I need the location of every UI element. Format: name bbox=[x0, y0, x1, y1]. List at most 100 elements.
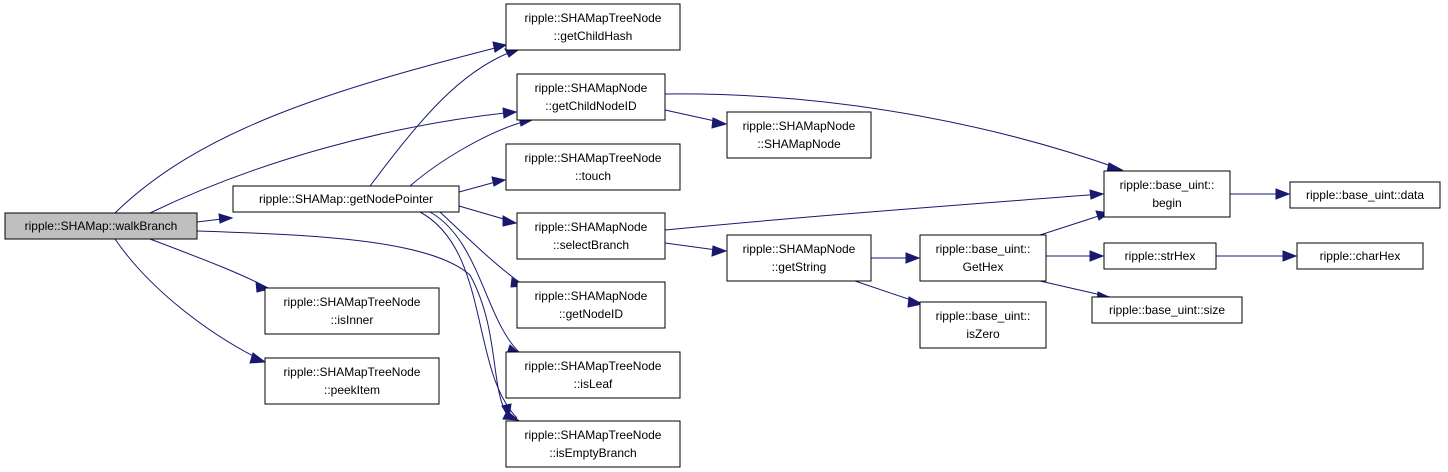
node-label-line: ripple::SHAMapNode bbox=[535, 289, 648, 303]
node-getString[interactable]: ripple::SHAMapNode::getString bbox=[726, 234, 872, 282]
node-charHex[interactable]: ripple::charHex bbox=[1296, 242, 1424, 270]
node-label-line: ripple::base_uint:: bbox=[1120, 178, 1215, 192]
node-getNodePointer[interactable]: ripple::SHAMap::getNodePointer bbox=[232, 185, 460, 213]
edge-getString-to-GetHex bbox=[871, 252, 921, 264]
node-label-line: ::isInner bbox=[331, 313, 374, 327]
node-box bbox=[919, 301, 1047, 349]
node-box bbox=[505, 3, 681, 51]
node-peekItem[interactable]: ripple::SHAMapTreeNode::peekItem bbox=[264, 357, 440, 405]
edge-arrowhead bbox=[249, 352, 267, 364]
node-label-line: ::isEmptyBranch bbox=[549, 446, 636, 460]
edge-arrowhead bbox=[1089, 189, 1105, 200]
edge-arrowhead bbox=[502, 107, 518, 119]
edge-line bbox=[429, 211, 521, 354]
node-touch[interactable]: ripple::SHAMapTreeNode::touch bbox=[505, 143, 681, 191]
edge-arrowhead bbox=[491, 176, 507, 187]
node-box bbox=[505, 420, 681, 468]
edge-selectBranch-to-begin bbox=[664, 189, 1105, 231]
node-box bbox=[516, 73, 666, 121]
edge-line bbox=[196, 230, 509, 417]
node-label-line: ripple::SHAMapTreeNode bbox=[525, 151, 662, 165]
edge-getNodePointer-to-isLeaf bbox=[429, 211, 523, 356]
node-strHex[interactable]: ripple::strHex bbox=[1103, 242, 1217, 270]
edge-arrowhead bbox=[711, 117, 728, 129]
node-label-line: GetHex bbox=[963, 260, 1004, 274]
node-label-line: ripple::SHAMapNode bbox=[535, 220, 648, 234]
node-label-line: ripple::SHAMapTreeNode bbox=[525, 428, 662, 442]
edge-line bbox=[1039, 212, 1109, 236]
node-box bbox=[1103, 242, 1217, 270]
node-box bbox=[1296, 242, 1424, 270]
node-box bbox=[4, 212, 198, 240]
node-isLeaf[interactable]: ripple::SHAMapTreeNode::isLeaf bbox=[505, 351, 681, 399]
node-getChildNodeID[interactable]: ripple::SHAMapNode::getChildNodeID bbox=[516, 73, 666, 121]
nodes-layer: ripple::SHAMap::walkBranchripple::SHAMap… bbox=[4, 3, 1441, 468]
node-label-line: ::isLeaf bbox=[574, 377, 613, 391]
edge-arrowhead bbox=[711, 245, 728, 257]
node-label-line: ripple::base_uint:: bbox=[936, 309, 1031, 323]
edge-arrowhead bbox=[218, 213, 234, 224]
edge-getNodePointer-to-getChildHash bbox=[369, 48, 520, 187]
node-walkBranch[interactable]: ripple::SHAMap::walkBranch bbox=[4, 212, 198, 240]
node-label-line: ::touch bbox=[575, 169, 611, 183]
node-box bbox=[505, 143, 681, 191]
edge-walkBranch-to-peekItem bbox=[114, 238, 267, 364]
node-selectBranch[interactable]: ripple::SHAMapNode::selectBranch bbox=[516, 212, 666, 260]
node-label-line: begin bbox=[1152, 196, 1181, 210]
edge-strHex-to-charHex bbox=[1216, 250, 1298, 262]
node-box bbox=[232, 185, 460, 213]
node-getNodeID[interactable]: ripple::SHAMapNode::getNodeID bbox=[516, 281, 666, 329]
node-box bbox=[726, 111, 872, 159]
node-label-line: isZero bbox=[966, 327, 1000, 341]
node-SHAMapNodeCtor[interactable]: ripple::SHAMapNode::SHAMapNode bbox=[726, 111, 872, 159]
edge-getString-to-isZero bbox=[854, 280, 924, 308]
node-label-line: ::peekItem bbox=[324, 383, 380, 397]
node-label-line: ripple::strHex bbox=[1125, 249, 1196, 263]
node-label-line: ::getNodeID bbox=[559, 307, 623, 321]
edge-line bbox=[419, 211, 518, 419]
edge-arrowhead bbox=[502, 215, 518, 227]
edge-getNodePointer-to-touch bbox=[458, 176, 507, 193]
node-label-line: ::getChildHash bbox=[554, 29, 633, 43]
edge-GetHex-to-strHex bbox=[1046, 250, 1105, 262]
edge-walkBranch-to-isInner bbox=[149, 238, 271, 293]
edge-arrowhead bbox=[502, 410, 520, 421]
node-label-line: ripple::SHAMapTreeNode bbox=[284, 295, 421, 309]
node-box bbox=[1103, 170, 1231, 218]
node-box bbox=[505, 351, 681, 399]
node-label-line: ripple::SHAMapNode bbox=[535, 81, 648, 95]
edge-line bbox=[114, 238, 264, 362]
edge-arrowhead bbox=[492, 41, 508, 53]
node-data[interactable]: ripple::base_uint::data bbox=[1289, 181, 1441, 209]
node-label-line: ripple::base_uint:: bbox=[936, 242, 1031, 256]
node-isEmptyBranch[interactable]: ripple::SHAMapTreeNode::isEmptyBranch bbox=[505, 420, 681, 468]
node-label-line: ripple::SHAMapTreeNode bbox=[284, 365, 421, 379]
node-begin[interactable]: ripple::base_uint::begin bbox=[1103, 170, 1231, 218]
node-GetHex[interactable]: ripple::base_uint::GetHex bbox=[919, 234, 1047, 282]
node-label-line: ripple::base_uint::data bbox=[1306, 188, 1424, 202]
edge-arrowhead bbox=[905, 252, 921, 264]
edge-walkBranch-to-getChildHash bbox=[114, 41, 508, 214]
edge-walkBranch-to-getNodePointer bbox=[196, 213, 234, 224]
edge-arrowhead bbox=[1275, 188, 1291, 200]
node-isInner[interactable]: ripple::SHAMapTreeNode::isInner bbox=[264, 287, 440, 335]
edge-arrowhead bbox=[1089, 250, 1105, 262]
edge-line bbox=[114, 45, 504, 214]
edge-line bbox=[149, 111, 515, 214]
node-label-line: ripple::base_uint::size bbox=[1109, 303, 1225, 317]
edge-walkBranch-to-getChildNodeID bbox=[149, 107, 518, 214]
edge-GetHex-to-begin bbox=[1039, 210, 1111, 236]
node-size[interactable]: ripple::base_uint::size bbox=[1091, 296, 1243, 324]
node-box bbox=[264, 287, 440, 335]
edge-line bbox=[664, 193, 1102, 231]
edge-line bbox=[439, 211, 523, 285]
node-label-line: ::selectBranch bbox=[553, 238, 629, 252]
node-label-line: ::getString bbox=[772, 260, 827, 274]
node-getChildHash[interactable]: ripple::SHAMapTreeNode::getChildHash bbox=[505, 3, 681, 51]
edge-line bbox=[409, 119, 531, 187]
node-label-line: ripple::charHex bbox=[1320, 249, 1401, 263]
node-box bbox=[516, 281, 666, 329]
node-isZero[interactable]: ripple::base_uint::isZero bbox=[919, 301, 1047, 349]
edge-line bbox=[149, 238, 269, 289]
